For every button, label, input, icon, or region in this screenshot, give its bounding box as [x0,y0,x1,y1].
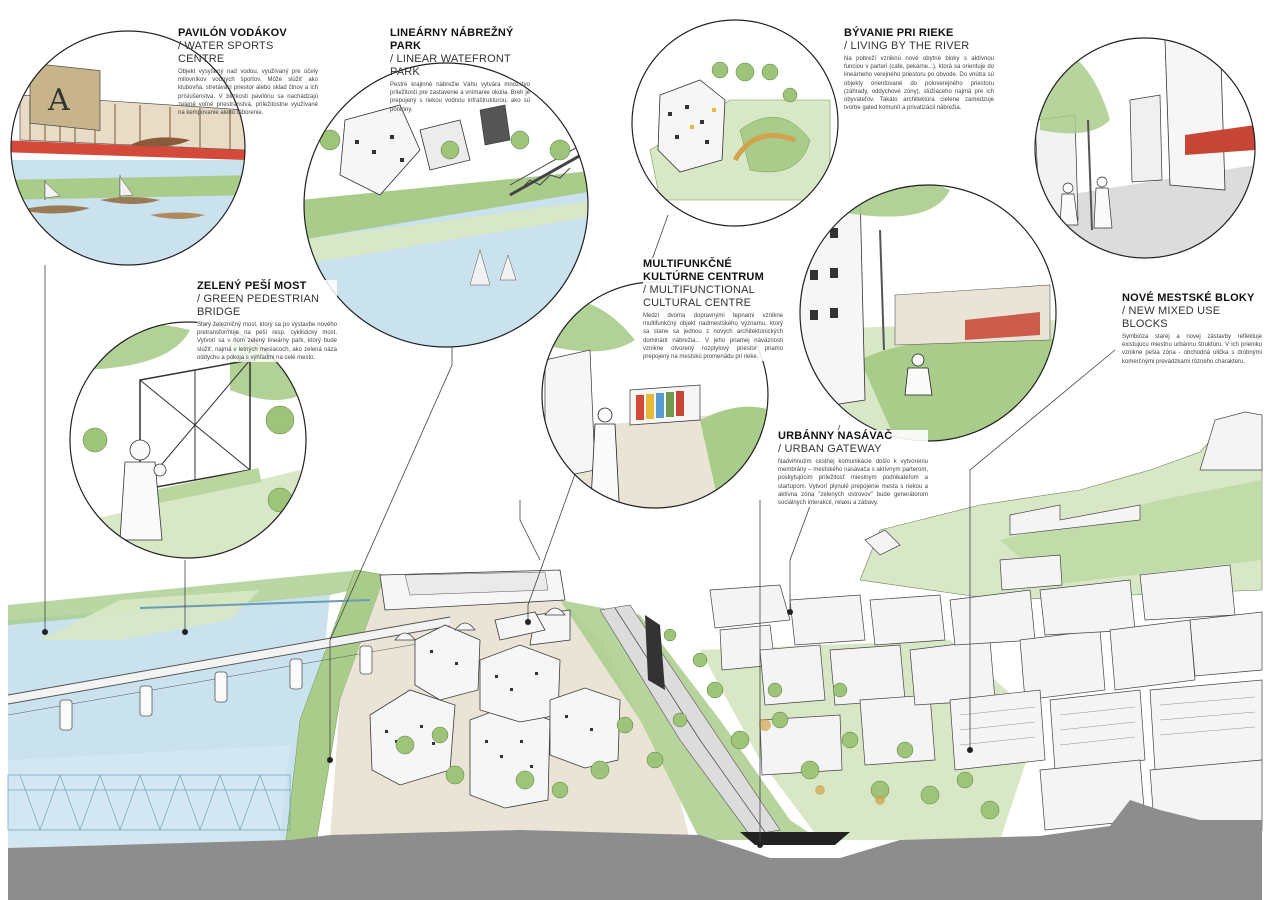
vignette-living-river [631,19,839,227]
block-title: ZELENÝ PEŠÍ MOST [197,280,307,292]
block-water-sports: PAVILÓN VODÁKOV / WATER SPORTS CENTRE Ob… [178,27,318,117]
vignette-mixed-use [1034,37,1256,259]
block-subtitle: / LINEAR WATEFRONT PARK [390,53,511,78]
block-body: Medzi dvoma dopravnými tepnami vznikne m… [643,313,783,361]
vignette-water-sports: A [10,30,246,266]
leader-dots [42,609,973,848]
block-cultural-centre: MULTIFUNKČNÉ KULTÚRNE CENTRUM / MULTIFUN… [643,258,783,362]
block-subtitle: / GREEN PEDESTRIAN BRIDGE [197,293,320,318]
leader-lines [44,214,1116,845]
block-title: PAVILÓN VODÁKOV [178,27,287,39]
block-title: URBÁNNY NASÁVAČ [778,430,893,442]
vignette-waterfront-park [303,62,589,348]
vignette-urban-gateway [799,184,1057,442]
vignette-cultural-centre [541,281,769,509]
block-subtitle: / LIVING BY THE RIVER [844,40,970,52]
block-title: LINEÁRNY NÁBREŽNÝ PARK [390,27,514,52]
block-mixed-use: NOVÉ MESTSKÉ BLOKY / NEW MIXED USE BLOCK… [1122,292,1262,366]
block-title: NOVÉ MESTSKÉ BLOKY [1122,292,1255,304]
block-body: Objekt vysyšený nad vodou, využívaný pre… [178,69,318,117]
block-waterfront-park: LINEÁRNY NÁBREŽNÝ PARK / LINEAR WATEFRON… [390,27,530,114]
block-body: Pestré krajinné nábrežie Váhu vytvára mn… [390,82,530,113]
svg-text:A: A [47,83,70,118]
block-subtitle: / NEW MIXED USE BLOCKS [1122,305,1221,330]
block-title: MULTIFUNKČNÉ KULTÚRNE CENTRUM [643,258,764,283]
block-body: Na pobreží vzniknú nové obytné bloky s a… [844,56,994,112]
block-living-river: BÝVANIE PRI RIEKE / LIVING BY THE RIVER … [844,27,994,112]
block-green-bridge: ZELENÝ PEŠÍ MOST / GREEN PEDESTRIAN BRID… [197,280,337,363]
block-subtitle: / MULTIFUNCTIONAL CULTURAL CENTRE [643,284,755,309]
block-subtitle: / WATER SPORTS CENTRE [178,40,274,65]
block-body: Nadvihnutím cestnej komunikácie došlo k … [778,459,928,507]
block-body: Starý železničný most, ktorý sa po výsta… [197,322,337,361]
block-body: Symbióza starej a novej zástavby reflekt… [1122,334,1262,365]
block-title: BÝVANIE PRI RIEKE [844,27,954,39]
block-subtitle: / URBAN GATEWAY [778,443,882,455]
aerial-view [7,411,1263,900]
block-urban-gateway: URBÁNNY NASÁVAČ / URBAN GATEWAY Nadvihnu… [778,430,928,508]
